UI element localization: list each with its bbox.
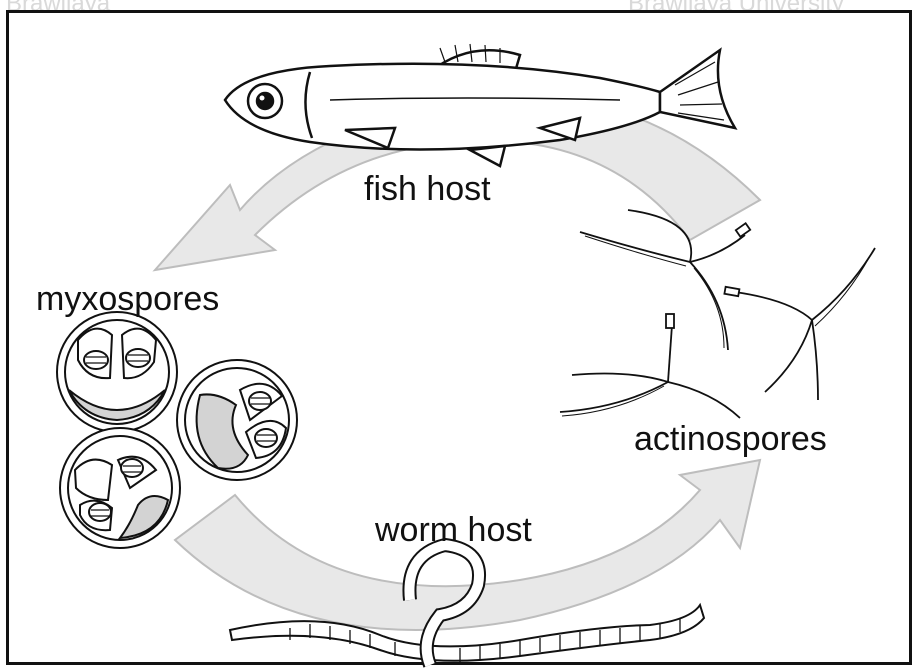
myxospore-1 (57, 312, 177, 432)
label-fish-host: fish host (364, 172, 491, 206)
myxospore-3 (60, 428, 180, 548)
myxospore-2 (177, 360, 297, 480)
actinospore-2 (724, 248, 875, 400)
actinospore-3 (560, 314, 740, 418)
myxospore-cluster (57, 312, 297, 548)
actinospore-1 (580, 210, 750, 350)
label-myxospores: myxospores (36, 282, 219, 316)
label-worm-host: worm host (375, 513, 532, 547)
actinospore-cluster (560, 210, 875, 418)
label-actinospores: actinospores (634, 422, 827, 456)
